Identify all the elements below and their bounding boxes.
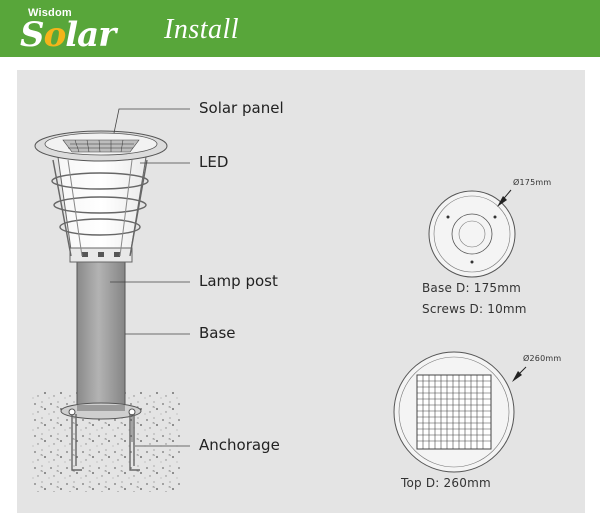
header-banner: Wisdom Solar Install	[0, 0, 600, 57]
screws-diameter-spec: Screws D: 10mm	[422, 302, 527, 316]
anchorage-bolts	[71, 414, 140, 471]
lamp-head	[51, 156, 149, 263]
base-diameter-dimension: Ø175mm	[513, 178, 552, 187]
led-label: LED	[199, 153, 229, 171]
solar-panel	[34, 130, 168, 162]
base-label: Base	[199, 324, 236, 342]
page-title: Install	[164, 14, 240, 45]
lamp-base	[60, 402, 142, 420]
wisdom-solar-logo: Wisdom Solar	[6, 4, 152, 55]
solar-panel-label: Solar panel	[199, 99, 284, 117]
top-diameter-spec: Top D: 260mm	[401, 476, 491, 490]
anchorage-label: Anchorage	[199, 436, 280, 454]
callout-lines	[110, 108, 190, 447]
lamp-post	[76, 259, 126, 413]
top-detail-drawing	[393, 351, 527, 473]
base-detail-drawing	[428, 189, 516, 278]
lamp-post-label: Lamp post	[199, 272, 278, 290]
top-diameter-dimension: Ø260mm	[523, 354, 562, 363]
logo-brand-small: Wisdom	[28, 7, 72, 19]
logo-brand-main: Solar	[20, 15, 116, 55]
base-diameter-spec: Base D: 175mm	[422, 281, 522, 295]
